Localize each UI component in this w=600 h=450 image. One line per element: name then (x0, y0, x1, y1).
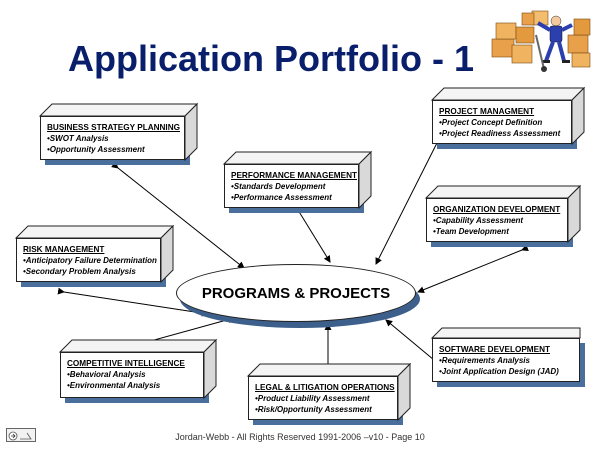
arrow-od (417, 244, 529, 293)
box-heading: PERFORMANCE MANAGEMENT (231, 171, 357, 180)
box-legal-litigation-operations: LEGAL & LITIGATION OPERATIONS •Product L… (246, 362, 412, 425)
arrow-pm (291, 203, 331, 263)
arrow-risk (57, 287, 209, 317)
box-item: •Behavioral Analysis (67, 370, 146, 379)
box-item: •Standards Development (231, 182, 326, 191)
box-performance-management: PERFORMANCE MANAGEMENT •Standards Develo… (222, 150, 373, 213)
center-label: PROGRAMS & PROJECTS (201, 284, 391, 302)
box-heading: LEGAL & LITIGATION OPERATIONS (255, 383, 395, 392)
box-item: •Anticipatory Failure Determination (23, 256, 157, 265)
box-heading: ORGANIZATION DEVELOPMENT (433, 205, 561, 214)
arrow-bsp (111, 161, 245, 269)
box-competitive-intelligence: COMPETITIVE INTELLIGENCE •Behavioral Ana… (58, 338, 218, 403)
center-hub: PROGRAMS & PROJECTS (176, 264, 420, 328)
worker-with-boxes-icon (491, 10, 591, 72)
box-heading: COMPETITIVE INTELLIGENCE (67, 359, 185, 368)
box-item: •Secondary Problem Analysis (23, 267, 136, 276)
box-heading: BUSINESS STRATEGY PLANNING (47, 123, 180, 132)
slide-nav-icon[interactable] (6, 428, 36, 442)
box-item: •Requirements Analysis (439, 356, 530, 365)
footer-copyright: Jordan-Webb - All Rights Reserved 1991-2… (175, 432, 425, 442)
box-item: •Project Concept Definition (439, 118, 543, 127)
box-heading: SOFTWARE DEVELOPMENT (439, 345, 550, 354)
box-business-strategy-planning: BUSINESS STRATEGY PLANNING •SWOT Analysi… (38, 102, 199, 165)
box-item: •Joint Application Design (JAD) (439, 367, 559, 376)
box-heading: RISK MANAGEMENT (23, 245, 105, 254)
box-project-managment: PROJECT MANAGMENT •Project Concept Defin… (430, 86, 586, 149)
box-software-development: SOFTWARE DEVELOPMENT •Requirements Analy… (430, 327, 585, 387)
box-item: •Opportunity Assessment (47, 145, 145, 154)
box-risk-management: RISK MANAGEMENT •Anticipatory Failure De… (14, 224, 175, 287)
arrow-sd (385, 319, 441, 367)
box-item: •Risk/Opportunity Assessment (255, 405, 372, 414)
box-item: •Product Liability Assessment (255, 394, 370, 403)
box-item: •Performance Assessment (231, 193, 332, 202)
box-item: •Project Readiness Assessment (439, 129, 561, 138)
arrow-proj (375, 130, 446, 265)
page-title: Application Portfolio - 1 (68, 38, 474, 79)
box-heading: PROJECT MANAGMENT (439, 107, 535, 116)
box-organization-development: ORGANIZATION DEVELOPMENT •Capability Ass… (424, 184, 582, 247)
box-item: •SWOT Analysis (47, 134, 109, 143)
box-item: •Team Development (433, 227, 509, 236)
box-item: •Capability Assessment (433, 216, 524, 225)
box-item: •Environmental Analysis (67, 381, 161, 390)
